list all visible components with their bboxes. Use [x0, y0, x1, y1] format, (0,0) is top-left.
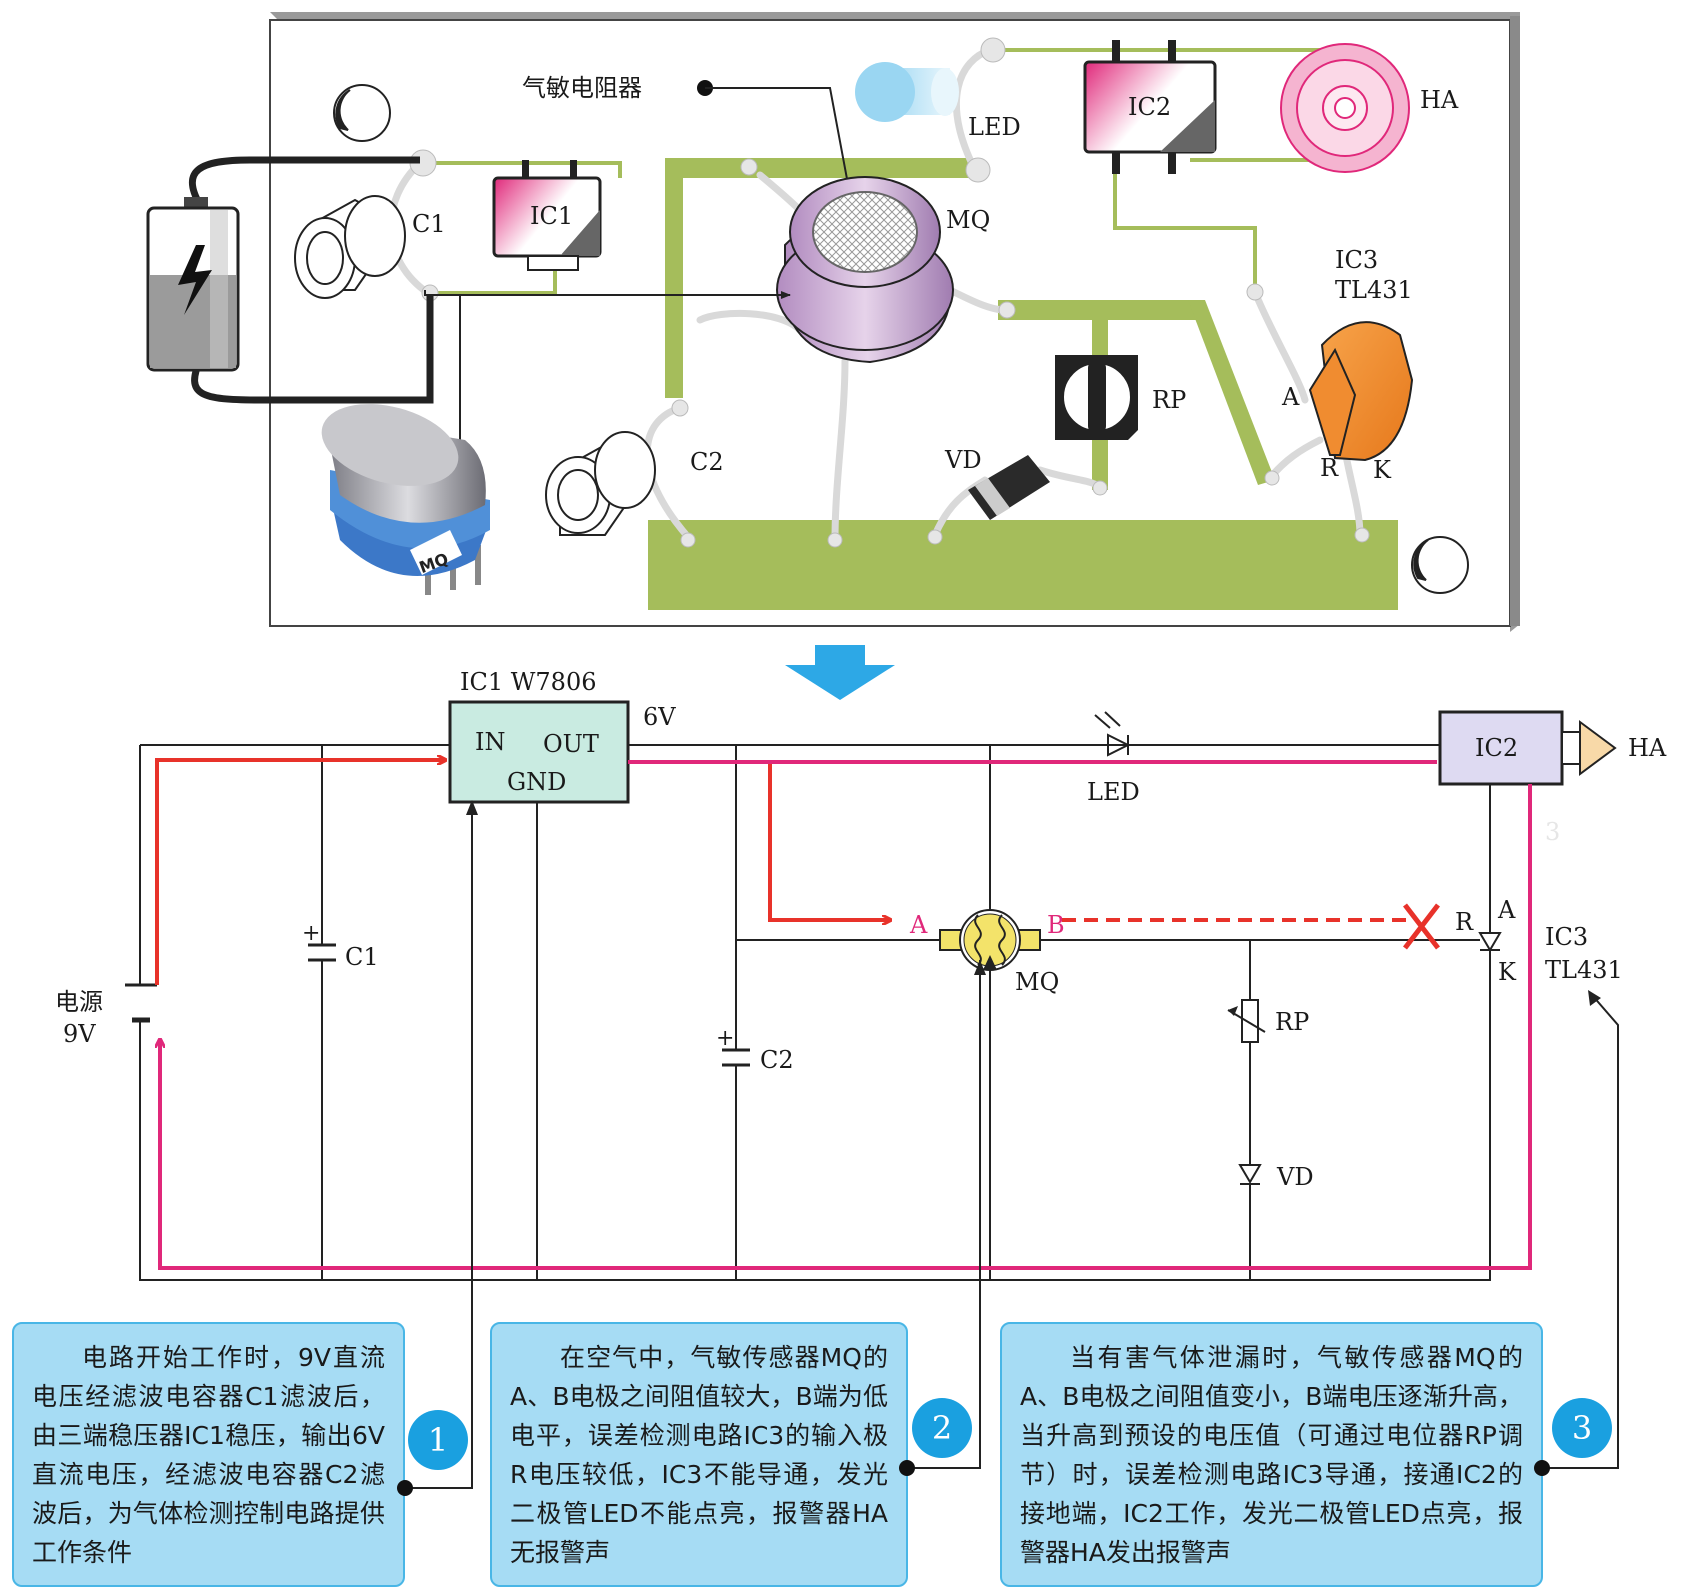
- c1-plus: +: [302, 921, 320, 946]
- mq-sensor-photo: MQ: [321, 290, 791, 595]
- power-label-2: 9V: [63, 1020, 96, 1048]
- current-flow: [155, 760, 1532, 1270]
- ha-label: HA: [1628, 734, 1667, 762]
- note-leaders: [405, 805, 1619, 1489]
- vd-label: VD: [1276, 1163, 1314, 1191]
- vd-label-pcb: VD: [944, 446, 982, 474]
- ic1-label: IC1 W7806: [460, 668, 597, 696]
- ic3-a: A: [1497, 896, 1516, 924]
- rp-symbol: RP: [1227, 999, 1309, 1043]
- led-label: LED: [1087, 778, 1140, 806]
- note-box-3: 当有害气体泄漏时，气敏传感器MQ的A、B电极之间阻值变小，B端电压逐渐升高，当升…: [1000, 1322, 1543, 1587]
- ic2-label: IC2: [1475, 734, 1518, 762]
- led-label-pcb: LED: [968, 113, 1021, 141]
- c1-label: C1: [345, 943, 379, 971]
- ic3-label1-pcb: IC3: [1335, 246, 1378, 274]
- pcb-board: C1 IC1 气敏电阻器 MQ LED: [146, 12, 1520, 632]
- c2-label: C2: [760, 1046, 794, 1074]
- down-arrow-icon: [785, 645, 895, 700]
- note-3-text: 当有害气体泄漏时，气敏传感器MQ的A、B电极之间阻值变小，B端电压逐渐升高，当升…: [1020, 1343, 1523, 1567]
- note-badge-2: 2: [912, 1398, 972, 1458]
- mq-b: B: [1047, 911, 1065, 939]
- gas-resistor-label: 气敏电阻器: [522, 74, 642, 102]
- faint-3: 3: [1545, 818, 1560, 846]
- ic2-label-pcb: IC2: [1128, 93, 1171, 121]
- led-symbol: LED: [1087, 711, 1140, 806]
- pin-k-pcb: K: [1373, 456, 1392, 484]
- rp-label: RP: [1275, 1008, 1309, 1036]
- ic3-label1: IC3: [1545, 923, 1588, 951]
- ic3-label2-pcb: TL431: [1335, 276, 1413, 304]
- mounting-hole: [333, 84, 1469, 594]
- ic1-label: IC1: [530, 202, 573, 230]
- pin-a-pcb: A: [1281, 383, 1300, 411]
- mq-label: MQ: [1015, 968, 1059, 996]
- ic2-block: IC2 HA 3: [1438, 710, 1667, 846]
- lightning-icon: [178, 245, 212, 315]
- out-voltage: 6V: [643, 703, 676, 731]
- ic1-gnd: GND: [507, 768, 566, 796]
- ic3-k: K: [1498, 958, 1517, 986]
- pcb-pads: [409, 37, 1370, 548]
- battery: [146, 156, 434, 404]
- ic3-label2: TL431: [1545, 956, 1623, 984]
- mq-symbol: MQ A B: [909, 909, 1065, 996]
- vd-symbol: VD: [1238, 1163, 1314, 1191]
- ic1-regulator: IC1 W7806 IN OUT GND 6V: [448, 668, 676, 804]
- pin-r-pcb: R: [1320, 454, 1339, 482]
- ic2-chip: IC2: [1083, 40, 1217, 174]
- c2-plus: +: [716, 1026, 734, 1051]
- c1-label: C1: [412, 210, 446, 238]
- mq-label-pcb: MQ: [946, 206, 990, 234]
- capacitor-c2: C2: [545, 431, 724, 536]
- c2-label-pcb: C2: [690, 448, 724, 476]
- note-dot-1: [397, 1480, 413, 1496]
- c1-symbol: + C1: [302, 921, 379, 971]
- ic3-tl431-pcb: IC3 TL431 A R K: [1281, 246, 1414, 484]
- note-badge-3: 3: [1552, 1398, 1612, 1458]
- c2-symbol: + C2: [716, 1026, 794, 1074]
- note-2-text: 在空气中，气敏传感器MQ的A、B电极之间阻值较大，B端为低电平，误差检测电路IC…: [510, 1343, 888, 1567]
- ic3-r: R: [1455, 908, 1474, 936]
- led-pcb: LED: [855, 62, 1021, 141]
- note-box-1: 电路开始工作时，9V直流电压经滤波电容器C1滤波后，由三端稳压器IC1稳压，输出…: [12, 1322, 405, 1587]
- ic1-out: OUT: [543, 730, 599, 758]
- buzzer-ha-pcb: HA: [1280, 43, 1459, 173]
- rp-label-pcb: RP: [1152, 386, 1186, 414]
- battery-symbol: 电源 9V: [55, 983, 157, 1048]
- ic3-symbol: R A K IC3 TL431: [1455, 896, 1623, 1280]
- note-badge-1: 1: [408, 1410, 468, 1470]
- pcb-traces: [648, 158, 1398, 610]
- potentiometer-rp-pcb: RP: [1055, 355, 1186, 440]
- note-box-2: 在空气中，气敏传感器MQ的A、B电极之间阻值较大，B端为低电平，误差检测电路IC…: [490, 1322, 908, 1587]
- mq-a: A: [909, 911, 928, 939]
- ic1-chip: IC1: [492, 160, 602, 271]
- schematic: [139, 744, 1491, 1281]
- note-dot-2: [899, 1460, 915, 1476]
- power-label-1: 电源: [55, 988, 103, 1016]
- diode-vd-pcb: VD: [944, 446, 1050, 520]
- note-dot-3: [1534, 1460, 1550, 1476]
- ha-label-pcb: HA: [1420, 86, 1459, 114]
- capacitor-c1: C1: [294, 195, 446, 299]
- mq-sensor-pcb: MQ: [776, 176, 990, 364]
- note-1-text: 电路开始工作时，9V直流电压经滤波电容器C1滤波后，由三端稳压器IC1稳压，输出…: [32, 1343, 385, 1567]
- ic1-in: IN: [475, 728, 505, 756]
